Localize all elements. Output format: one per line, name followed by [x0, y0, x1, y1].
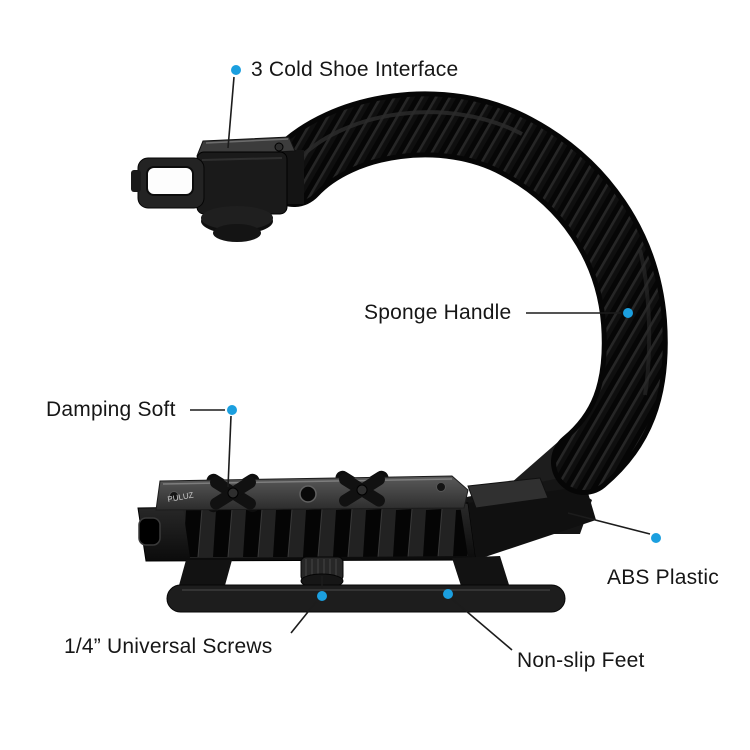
- label-sponge-handle: Sponge Handle: [364, 301, 512, 324]
- plate-corner-screw-right: [436, 482, 446, 492]
- plate-center-screw-hole: [299, 485, 317, 503]
- label-cold-shoe-interface: 3 Cold Shoe Interface: [251, 58, 459, 81]
- plate-corner-screw-left: [169, 491, 179, 501]
- shoe-lock-screw: [274, 142, 284, 152]
- leader-damping-vertical: [227, 415, 232, 488]
- label-non-slip-feet: Non-slip Feet: [517, 649, 645, 672]
- dot-damping-soft: [227, 405, 237, 415]
- sponge-handle-art: [261, 91, 668, 495]
- leader-abs-plastic: [567, 512, 651, 535]
- cold-shoe-art: [131, 136, 304, 242]
- dot-sponge-handle: [623, 308, 633, 318]
- label-damping-soft: Damping Soft: [46, 398, 176, 421]
- feet-bar-art: [166, 584, 566, 613]
- left-leg: [178, 560, 232, 589]
- leader-cold-shoe: [227, 76, 235, 149]
- dot-cold-shoe: [231, 65, 241, 75]
- annotation-leader-lines: [190, 76, 651, 651]
- label-universal-screws: 1/4” Universal Screws: [64, 635, 273, 658]
- label-abs-plastic: ABS Plastic: [607, 566, 719, 589]
- leader-non-slip-feet: [451, 598, 513, 651]
- rail-side-slot: [138, 517, 161, 546]
- dot-abs-plastic: [651, 533, 661, 543]
- damping-plate-art: PULUZ: [155, 470, 469, 513]
- annotation-dots: [227, 65, 661, 601]
- leader-screws-down: [290, 601, 317, 634]
- dot-non-slip-feet: [443, 589, 453, 599]
- dot-universal-screws: [317, 591, 327, 601]
- base-shoe-bracket: [467, 477, 549, 509]
- right-leg: [452, 556, 510, 589]
